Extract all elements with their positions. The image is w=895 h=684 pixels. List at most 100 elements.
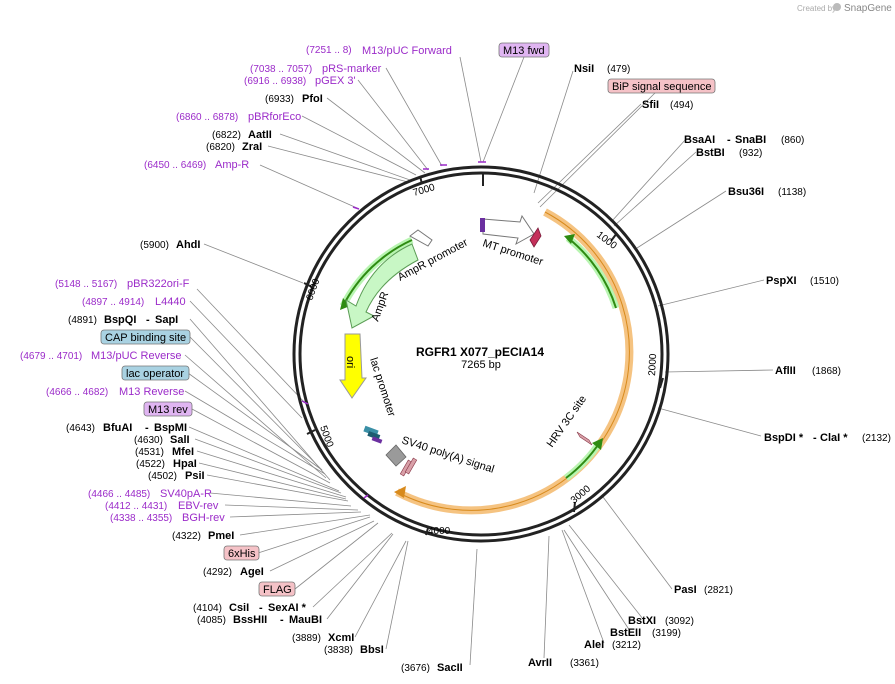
svg-text:lac operator: lac operator — [126, 368, 184, 380]
label-aatii[interactable]: (6822) AatII — [212, 129, 272, 141]
label-bspdi[interactable]: BspDI * - ClaI * (2132) — [764, 432, 891, 444]
svg-text:AleI: AleI — [584, 639, 604, 651]
svg-text:AflII: AflII — [775, 365, 796, 377]
label-sali[interactable]: (4630) SalI — [134, 434, 190, 446]
svg-text:BstEII: BstEII — [610, 627, 641, 639]
tick-6000: 6000 — [304, 277, 322, 302]
svg-text:NsiI: NsiI — [574, 63, 594, 75]
feature-m13-fwd[interactable]: M13 fwd — [498, 42, 550, 58]
label-pasi[interactable]: PasI (2821) — [674, 584, 733, 596]
label-aflii[interactable]: AflII (1868) — [775, 365, 841, 377]
label-agei[interactable]: (4292) AgeI — [203, 566, 264, 578]
svg-text:BfuAI: BfuAI — [103, 422, 132, 434]
bip-marker — [529, 227, 542, 248]
label-ahdi[interactable]: (5900) AhdI — [140, 239, 200, 251]
feature-lac-operator[interactable]: lac operator — [121, 365, 190, 381]
label-avrii[interactable]: AvrII (3361) — [528, 657, 599, 669]
svg-text:-: - — [280, 614, 284, 626]
label-nsii[interactable]: NsiI (479) — [574, 63, 630, 75]
svg-text:CAP binding site: CAP binding site — [105, 332, 186, 344]
primer-ticks — [301, 161, 486, 499]
svg-text:Amp-R: Amp-R — [215, 159, 249, 171]
label-prs-marker[interactable]: (7038 .. 7057) pRS-marker — [250, 63, 382, 75]
label-psii[interactable]: (4502) PsiI — [148, 470, 205, 482]
svg-text:M13 rev: M13 rev — [148, 404, 188, 416]
svg-text:-: - — [727, 134, 731, 146]
plasmid-size: 7265 bp — [461, 359, 501, 371]
orange-arrow-head — [394, 486, 406, 498]
label-pbr322ori-f[interactable]: (5148 .. 5167) pBR322ori-F — [55, 278, 190, 290]
label-hpai[interactable]: (4522) HpaI — [136, 458, 197, 470]
svg-text:PmeI: PmeI — [208, 530, 234, 542]
label-m13-puc-reverse[interactable]: (4679 .. 4701) M13/pUC Reverse — [20, 350, 181, 362]
label-sacii[interactable]: (3676) SacII — [401, 662, 463, 674]
label-sfii[interactable]: SfiI (494) — [642, 99, 693, 111]
label-m13-reverse[interactable]: (4666 .. 4682) M13 Reverse — [46, 386, 184, 398]
tick-3000: 3000 — [569, 483, 593, 506]
tick-marks — [303, 173, 664, 536]
label-m13-puc-forward[interactable]: (7251 .. 8) M13/pUC Forward — [306, 45, 452, 57]
label-bstbi[interactable]: BstBI (932) — [696, 147, 762, 159]
label-csii[interactable]: (4104) CsiI - SexAI * — [193, 602, 307, 614]
label-pbrforeco[interactable]: (6860 .. 6878) pBRforEco — [176, 111, 301, 123]
label-bsteii[interactable]: BstEII (3199) — [610, 627, 681, 639]
green-feature-arcs — [339, 234, 620, 481]
snapgene-logo: SnapGene — [833, 3, 892, 14]
svg-text:(3889): (3889) — [292, 633, 321, 644]
svg-text:HpaI: HpaI — [173, 458, 197, 470]
label-ebv-rev[interactable]: (4412 .. 4431) EBV-rev — [105, 500, 219, 512]
label-mfei[interactable]: (4531) MfeI — [135, 446, 194, 458]
svg-text:(3838): (3838) — [324, 645, 353, 656]
label-pfoi[interactable]: (6933) PfoI — [265, 93, 323, 105]
tick-2000: 2000 — [647, 353, 659, 376]
feature-flag[interactable]: FLAG — [258, 581, 296, 597]
feature-m13-rev[interactable]: M13 rev — [143, 401, 193, 417]
svg-text:SnaBI: SnaBI — [735, 134, 766, 146]
svg-text:BssHII: BssHII — [233, 614, 267, 626]
label-xcmi[interactable]: (3889) XcmI — [292, 632, 354, 644]
label-bsshii[interactable]: (4085) BssHII - MauBI — [197, 614, 322, 626]
label-pgex-3[interactable]: (6916 .. 6938) pGEX 3' — [244, 75, 356, 87]
label-alei[interactable]: AleI (3212) — [584, 639, 641, 651]
label-zrai[interactable]: (6820) ZraI — [206, 141, 262, 153]
label-bsaai[interactable]: BsaAI - SnaBI (860) — [684, 134, 804, 146]
label-l4440[interactable]: (4897 .. 4914) L4440 — [82, 296, 186, 308]
svg-text:MauBI: MauBI — [289, 614, 322, 626]
label-pspxi[interactable]: PspXI (1510) — [766, 275, 839, 287]
svg-text:XcmI: XcmI — [328, 632, 354, 644]
svg-text:AvrII: AvrII — [528, 657, 552, 669]
label-sv40pa-r[interactable]: (4466 .. 4485) SV40pA-R — [88, 488, 212, 500]
svg-text:M13 Reverse: M13 Reverse — [119, 386, 184, 398]
label-pmei[interactable]: (4322) PmeI — [172, 530, 234, 542]
svg-text:(5900): (5900) — [140, 240, 169, 251]
label-bbsi[interactable]: (3838) BbsI — [324, 644, 384, 656]
sv40-label: SV40 poly(A) signal — [400, 434, 496, 475]
svg-text:(4322): (4322) — [172, 531, 201, 542]
svg-text:BspDI *: BspDI * — [764, 432, 804, 444]
svg-text:AatII: AatII — [248, 129, 272, 141]
feature-bip-signal-sequence[interactable]: BiP signal sequence — [607, 78, 716, 94]
svg-text:(4502): (4502) — [148, 471, 177, 482]
label-bsu36i[interactable]: Bsu36I (1138) — [728, 186, 806, 198]
svg-text:-: - — [145, 422, 149, 434]
svg-text:BiP signal sequence: BiP signal sequence — [612, 81, 711, 93]
svg-text:ZraI: ZraI — [242, 141, 262, 153]
svg-text:EBV-rev: EBV-rev — [178, 500, 219, 512]
leader-lines — [184, 56, 774, 666]
label-amp-r[interactable]: (6450 .. 6469) Amp-R — [144, 159, 249, 171]
label-bgh-rev[interactable]: (4338 .. 4355) BGH-rev — [110, 512, 225, 524]
svg-text:(6450 .. 6469): (6450 .. 6469) — [144, 160, 206, 171]
svg-text:pBRforEco: pBRforEco — [248, 111, 301, 123]
svg-text:M13/pUC Forward: M13/pUC Forward — [362, 45, 452, 57]
label-bfuai[interactable]: (4643) BfuAI - BspMI — [66, 422, 187, 434]
svg-text:(4630): (4630) — [134, 435, 163, 446]
svg-text:BGH-rev: BGH-rev — [182, 512, 225, 524]
label-bstxi[interactable]: BstXI (3092) — [628, 615, 694, 627]
svg-text:ClaI *: ClaI * — [820, 432, 848, 444]
svg-text:(4891): (4891) — [68, 315, 97, 326]
feature-6xhis[interactable]: 6xHis — [223, 545, 260, 561]
label-bspqi[interactable]: (4891) BspQI - SapI — [68, 314, 178, 326]
feature-cap-binding-site[interactable]: CAP binding site — [100, 329, 191, 345]
svg-text:M13 fwd: M13 fwd — [503, 45, 545, 57]
sv40-markers — [399, 457, 418, 477]
